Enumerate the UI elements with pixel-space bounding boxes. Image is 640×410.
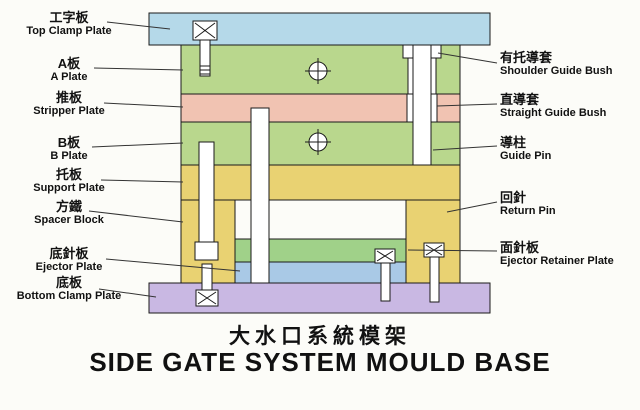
label-stripper-plate: 推板 Stripper Plate (0, 90, 138, 118)
leader-straight-guide-bush (436, 103, 498, 107)
label-ejector-plate-cn: 底針板 (49, 246, 89, 261)
label-b-plate-cn: B板 (57, 135, 81, 150)
label-bottom-clamp-plate-en: Bottom Clamp Plate (16, 290, 122, 303)
leader-b-plate (91, 142, 184, 148)
leader-bottom-clamp-plate (98, 288, 157, 298)
label-a-plate-en: A Plate (50, 71, 88, 84)
label-guide-pin-cn: 導柱 (500, 135, 527, 150)
label-stripper-plate-en: Stripper Plate (33, 105, 105, 118)
ejector-bolt-shaft (380, 262, 391, 302)
label-stripper-plate-cn: 推板 (55, 90, 82, 105)
label-bottom-clamp-plate-cn: 底板 (55, 275, 82, 290)
guide-pin (412, 44, 432, 166)
return-pin-shaft (198, 141, 215, 243)
label-spacer-block: 方鐵 Spacer Block (0, 199, 138, 227)
leader-a-plate (93, 67, 184, 71)
label-b-plate-en: B Plate (50, 150, 88, 163)
return-pin-head (194, 241, 219, 261)
leader-shoulder-guide-bush (437, 52, 498, 64)
label-top-clamp-plate-en: Top Clamp Plate (26, 25, 112, 38)
hatch-line (194, 22, 216, 39)
leader-spacer-block (88, 210, 184, 223)
label-return-pin-cn: 回針 (500, 190, 527, 205)
label-straight-guide-bush-cn: 直導套 (500, 92, 540, 107)
label-top-clamp-plate-cn: 工字板 (49, 10, 89, 25)
clamp-screw-shaft (199, 39, 211, 77)
label-shoulder-guide-bush-en: Shoulder Guide Bush (500, 65, 613, 78)
spacer-bolt-shaft (429, 256, 440, 303)
label-ejector-plate-en: Ejector Plate (35, 261, 103, 274)
leader-return-pin (446, 201, 498, 213)
label-ejector-plate: 底針板 Ejector Plate (0, 246, 138, 274)
title-english: SIDE GATE SYSTEM MOULD BASE (89, 347, 551, 377)
leader-lines (88, 21, 498, 298)
label-ejector-retainer-plate-en: Ejector Retainer Plate (500, 255, 614, 268)
label-return-pin: 回針 Return Pin (500, 190, 640, 218)
title-chinese: 大水口系統模架 (229, 325, 411, 348)
label-guide-pin: 導柱 Guide Pin (500, 135, 640, 163)
leader-stripper-plate (103, 102, 184, 108)
label-support-plate: 托板 Support Plate (0, 167, 138, 195)
label-b-plate: B板 B Plate (0, 135, 138, 163)
leader-support-plate (100, 179, 184, 183)
label-ejector-retainer-plate: 面針板 Ejector Retainer Plate (500, 240, 640, 268)
label-straight-guide-bush-en: Straight Guide Bush (500, 107, 607, 120)
label-support-plate-cn: 托板 (55, 167, 82, 182)
label-spacer-block-cn: 方鐵 (55, 199, 82, 214)
ejector-plate (234, 261, 407, 284)
label-top-clamp-plate: 工字板 Top Clamp Plate (0, 10, 138, 38)
hatch-line (197, 291, 217, 305)
label-shoulder-guide-bush: 有托導套 Shoulder Guide Bush (500, 50, 640, 78)
ejector-rod (250, 107, 270, 284)
leader-ejector-retainer-plate (407, 249, 498, 252)
label-bottom-clamp-plate: 底板 Bottom Clamp Plate (0, 275, 138, 303)
label-a-plate: A板 A Plate (0, 56, 138, 84)
label-a-plate-cn: A板 (57, 56, 81, 71)
label-straight-guide-bush: 直導套 Straight Guide Bush (500, 92, 640, 120)
label-guide-pin-en: Guide Pin (500, 150, 552, 163)
leader-top-clamp-plate (106, 21, 171, 30)
label-support-plate-en: Support Plate (33, 182, 105, 195)
leader-guide-pin (432, 145, 498, 151)
label-return-pin-en: Return Pin (500, 205, 556, 218)
label-spacer-block-en: Spacer Block (34, 214, 104, 227)
hatch-line (376, 250, 394, 262)
label-shoulder-guide-bush-cn: 有托導套 (500, 50, 553, 65)
support-plate (180, 164, 461, 201)
leader-ejector-plate (105, 258, 241, 272)
label-ejector-retainer-plate-cn: 面針板 (500, 240, 540, 255)
